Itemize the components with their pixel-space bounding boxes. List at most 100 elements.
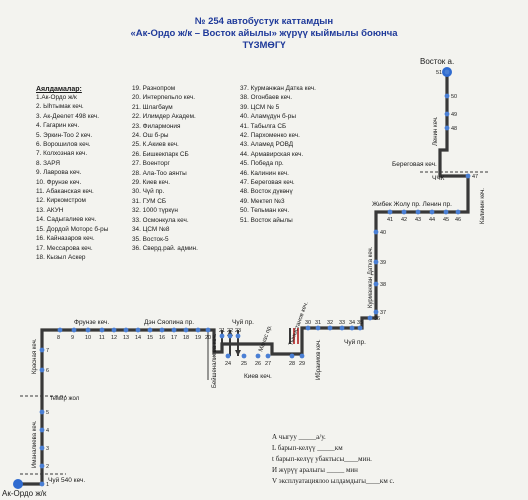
stop-number: 43: [415, 217, 421, 223]
page-title: № 254 автобустук каттамдын: [194, 16, 334, 27]
legend-item: 37. Курманжан Датка кеч.: [240, 85, 316, 92]
stop-marker: [99, 327, 105, 333]
stops-legend-col2: 19. Разнопром 20. Интерпельло кеч. 21. Ш…: [132, 84, 198, 253]
stop-marker: [429, 209, 435, 215]
stop-marker: [465, 173, 471, 179]
label-zhibek-lenin: Жибек Жолу пр. Ленин пр.: [372, 200, 452, 208]
stop-number: 22: [227, 328, 233, 334]
label-beregovaya: Береговая кеч.: [392, 161, 437, 168]
legend-item: 47. Береговая кеч.: [240, 179, 295, 187]
stops-legend-heading: Аялдамалар:: [36, 86, 82, 93]
label-kiev: Киев кеч.: [244, 373, 272, 380]
stop-marker: [401, 209, 407, 215]
legend-item: 28. Ала-Тоо аянты: [132, 169, 187, 177]
stop-number: 51: [436, 70, 442, 76]
page-subtitle: «Ак-Ордо ж/к – Восток айылы» жүрүү кыймы…: [130, 28, 398, 39]
stop-number: 21: [219, 328, 225, 334]
stop-marker: [235, 333, 241, 339]
legend-item: 24. Ош б-ры: [132, 132, 169, 140]
stop-number: 2: [46, 464, 49, 470]
route-line: [18, 72, 470, 486]
legend-item: 40. Аламүдүн б-ры: [240, 113, 296, 121]
legend-item: 38. Огонбаев кеч.: [240, 94, 293, 102]
label-vostok: Восток а.: [420, 57, 454, 66]
legend-item: 10. Фрунзе кеч.: [36, 178, 82, 186]
legend-item: 12. Киркомстром: [36, 197, 86, 205]
stop-marker: [327, 325, 333, 331]
stop-number: 40: [380, 230, 386, 236]
stop-number: 9: [71, 335, 74, 341]
legend-item: 11. Абаканская кеч.: [36, 188, 94, 196]
stop-number: 13: [123, 335, 129, 341]
legend-item: 14. Садыгалиев кеч.: [36, 216, 97, 224]
stop-number: 20: [205, 335, 211, 341]
stop-marker: [159, 327, 165, 333]
legend-item: 2. Ыһтымак кеч.: [36, 103, 84, 111]
stop-marker: [85, 327, 91, 333]
form-line-departures: А чыгуу _____а/у.: [272, 433, 326, 441]
stop-marker: [241, 353, 247, 359]
stop-marker: [373, 259, 379, 265]
stop-number: 11: [99, 335, 105, 341]
form-line-distance: L барып-келүү _____км: [272, 444, 343, 452]
stop-marker: [71, 327, 77, 333]
legend-item: 8. ЗАРЯ: [36, 159, 60, 167]
terminal-stop-akordo: [13, 479, 23, 489]
stop-marker: [123, 327, 129, 333]
legend-item: 39. ЦСМ № 5: [240, 103, 280, 111]
stop-marker: [39, 409, 45, 415]
legend-item: 19. Разнопром: [132, 85, 176, 92]
stop-number: 19: [195, 335, 201, 341]
legend-item: 26. Бишкекпарк СБ: [132, 150, 189, 158]
stop-marker: [455, 209, 461, 215]
stop-marker: [135, 327, 141, 333]
legend-item: 44. Армавирская кеч.: [240, 150, 304, 158]
stop-number: 31: [315, 320, 321, 326]
stop-number: 15: [147, 335, 153, 341]
legend-item: 17. Мессарова кеч.: [36, 244, 93, 252]
stop-marker: [444, 125, 450, 131]
stop-number: 3: [46, 446, 49, 452]
stop-marker: [183, 327, 189, 333]
legend-item: 27. Военторг: [132, 160, 170, 168]
stop-number: 50: [451, 94, 457, 100]
stop-number: 48: [451, 126, 457, 132]
legend-item: 15. Дордой Моторс б-ры: [36, 225, 109, 233]
stops-legend-col3: 37. Курманжан Датка кеч. 38. Огонбаев ке…: [240, 84, 316, 225]
label-ibraimov: Ибраимов кеч.: [316, 339, 322, 380]
legend-item: 42. Пархоменко кеч.: [240, 132, 300, 140]
route-parameters-form: А чыгуу _____а/у. L барып-келүү _____км …: [272, 432, 394, 487]
stop-marker: [39, 347, 45, 353]
label-chuy-2: Чуй пр.: [344, 338, 366, 346]
stop-number: 45: [443, 217, 449, 223]
legend-item: 43. Аламед РОВД: [240, 141, 294, 149]
legend-item: 50. Тельман кеч.: [240, 207, 290, 215]
legend-item: 31. ГУМ СБ: [132, 197, 167, 205]
legend-item: 13. АКУН: [36, 206, 64, 214]
label-chchk: ЧЧК: [432, 175, 445, 182]
legend-item: 9. Лаврова кеч.: [36, 169, 82, 177]
stop-marker: [289, 353, 295, 359]
legend-item: 32. 1000 түркүн: [132, 207, 178, 215]
stop-marker: [39, 367, 45, 373]
stop-marker: [147, 327, 153, 333]
stop-number: 42: [401, 217, 407, 223]
legend-item: 45. Победа пр.: [240, 160, 284, 168]
stop-marker: [39, 445, 45, 451]
label-chuy540: Чуй 540 кеч.: [48, 476, 85, 484]
stop-marker: [373, 281, 379, 287]
legend-item: 7. Колхозная кеч.: [36, 150, 88, 158]
stop-marker: [367, 315, 373, 321]
stop-number: 4: [46, 428, 49, 434]
stop-marker: [444, 69, 450, 75]
legend-item: 22. Илимдер Академ.: [132, 113, 196, 121]
legend-item: 30. Чүй пр.: [132, 188, 165, 196]
stop-number: 33: [339, 320, 345, 326]
stop-number: 27: [265, 361, 271, 367]
legend-item: 33. Осмонкула кеч.: [132, 216, 189, 224]
stop-number: 37: [380, 310, 386, 316]
stop-number: 29: [299, 361, 305, 367]
label-kurmanzhan: Курманжан Датка кеч.: [368, 246, 374, 308]
